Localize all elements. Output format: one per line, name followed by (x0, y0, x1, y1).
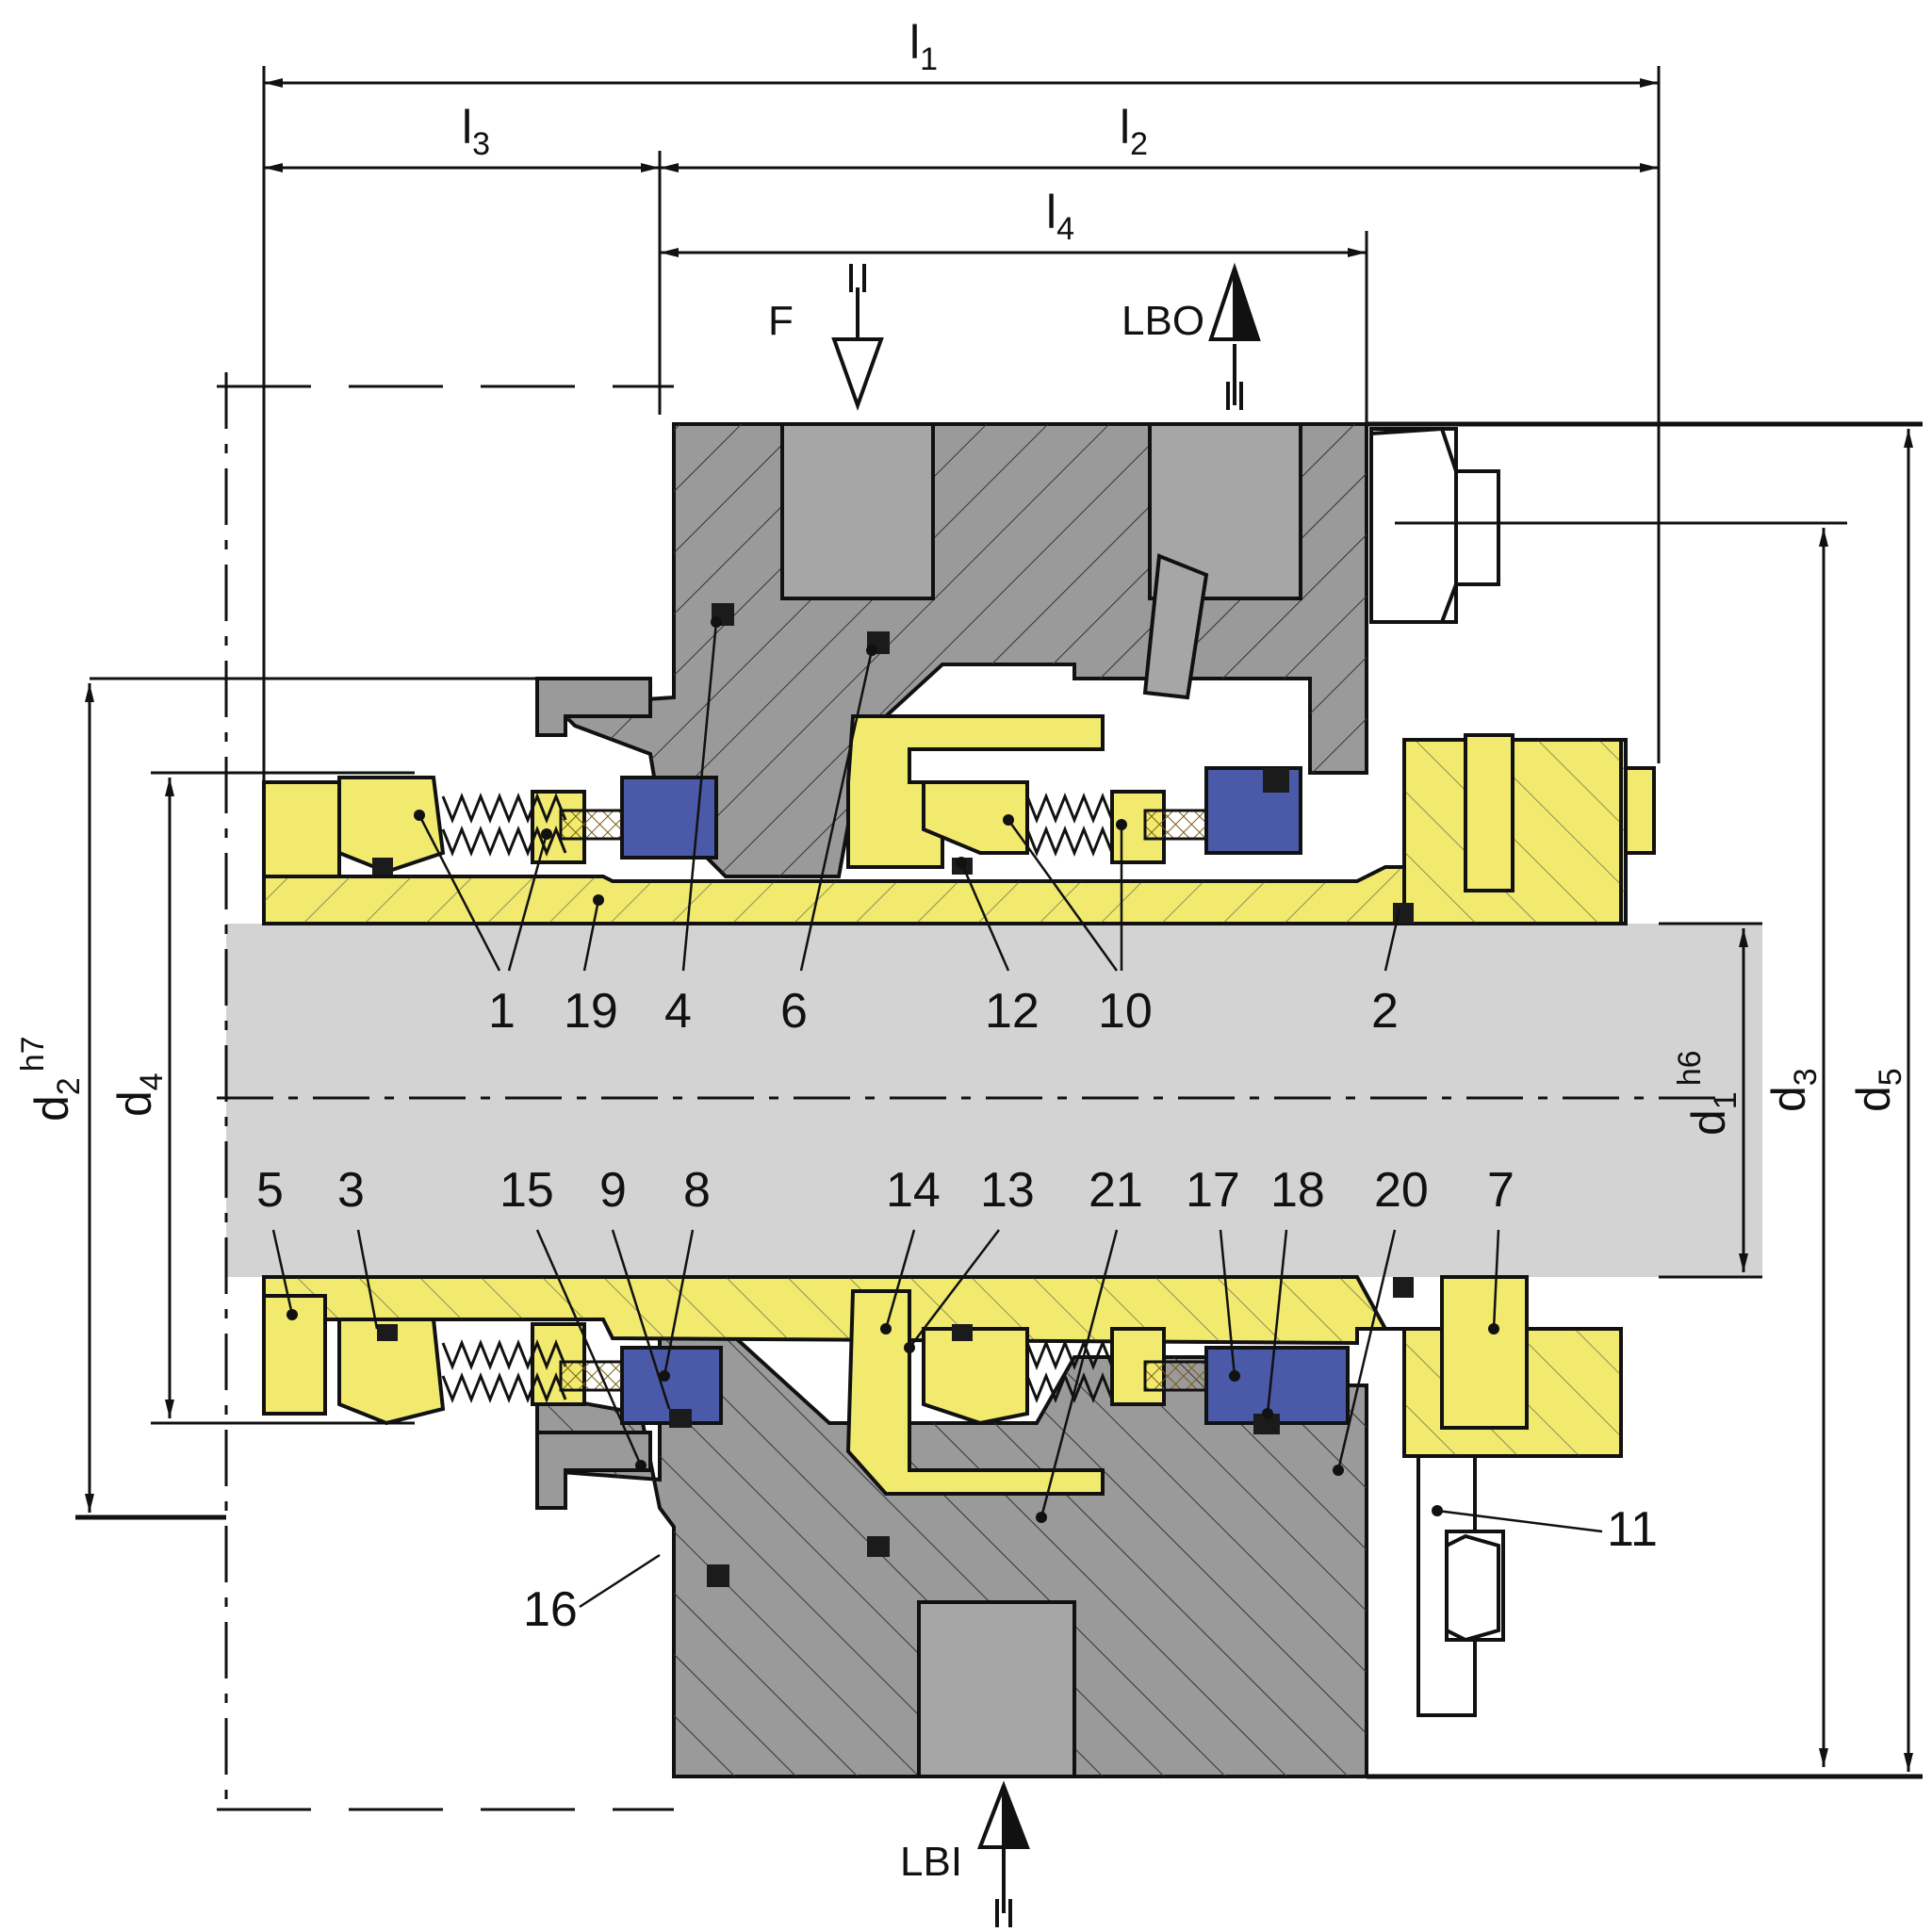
leader-dots (287, 616, 1499, 1523)
dim-l3: l3 (462, 101, 490, 162)
callout-10: 10 (1098, 984, 1153, 1039)
port-label-f: F (768, 298, 794, 344)
dim-d2: d2h7 (15, 1036, 87, 1122)
seal-faces (559, 766, 1350, 1425)
port-label-lbo: LBO (1122, 298, 1204, 344)
callout-18: 18 (1270, 1163, 1325, 1218)
callout-11: 11 (1607, 1502, 1658, 1557)
dimension-labels: l1 l2 l3 l4 d2h7 d4 d1h6 d3 d5 (15, 16, 1908, 1136)
housing (535, 422, 1368, 1778)
callout-20: 20 (1374, 1163, 1429, 1218)
shaft (226, 924, 1762, 1277)
callout-17: 17 (1186, 1163, 1240, 1218)
callout-16: 16 (523, 1582, 578, 1637)
callout-2: 2 (1371, 984, 1399, 1039)
dim-l1: l1 (909, 16, 938, 77)
dim-d1: d1h6 (1672, 1050, 1744, 1136)
sleeve-upper (262, 714, 1656, 925)
dimension-lines (75, 66, 1923, 1811)
flow-arrows (831, 262, 1261, 1913)
dim-d3: d3 (1762, 1068, 1824, 1112)
sleeve-lower (262, 1275, 1623, 1496)
dim-l2: l2 (1120, 101, 1148, 162)
callout-numbers: 1 19 4 6 12 10 2 5 3 15 9 8 14 13 21 17 … (256, 984, 1658, 1637)
leader-lines (271, 621, 1603, 1609)
callout-4: 4 (664, 984, 692, 1039)
port-marks (849, 264, 1243, 1927)
callout-9: 9 (599, 1163, 627, 1218)
dim-d5: d5 (1847, 1068, 1908, 1112)
callout-3: 3 (337, 1163, 365, 1218)
callout-7: 7 (1487, 1163, 1514, 1218)
springs (441, 792, 1114, 1404)
callout-5: 5 (256, 1163, 284, 1218)
callout-6: 6 (780, 984, 808, 1039)
callout-8: 8 (683, 1163, 711, 1218)
callout-13: 13 (980, 1163, 1035, 1218)
callout-1: 1 (488, 984, 516, 1039)
dim-d4: d4 (108, 1072, 170, 1117)
port-labels: F LBO LBI (768, 298, 1204, 1885)
callout-19: 19 (564, 984, 618, 1039)
callout-21: 21 (1089, 1163, 1143, 1218)
callout-12: 12 (985, 984, 1040, 1039)
dim-l4: l4 (1046, 186, 1074, 247)
hex-nut (1369, 426, 1500, 1643)
callout-15: 15 (499, 1163, 554, 1218)
callout-14: 14 (886, 1163, 941, 1218)
port-label-lbi: LBI (900, 1839, 962, 1885)
